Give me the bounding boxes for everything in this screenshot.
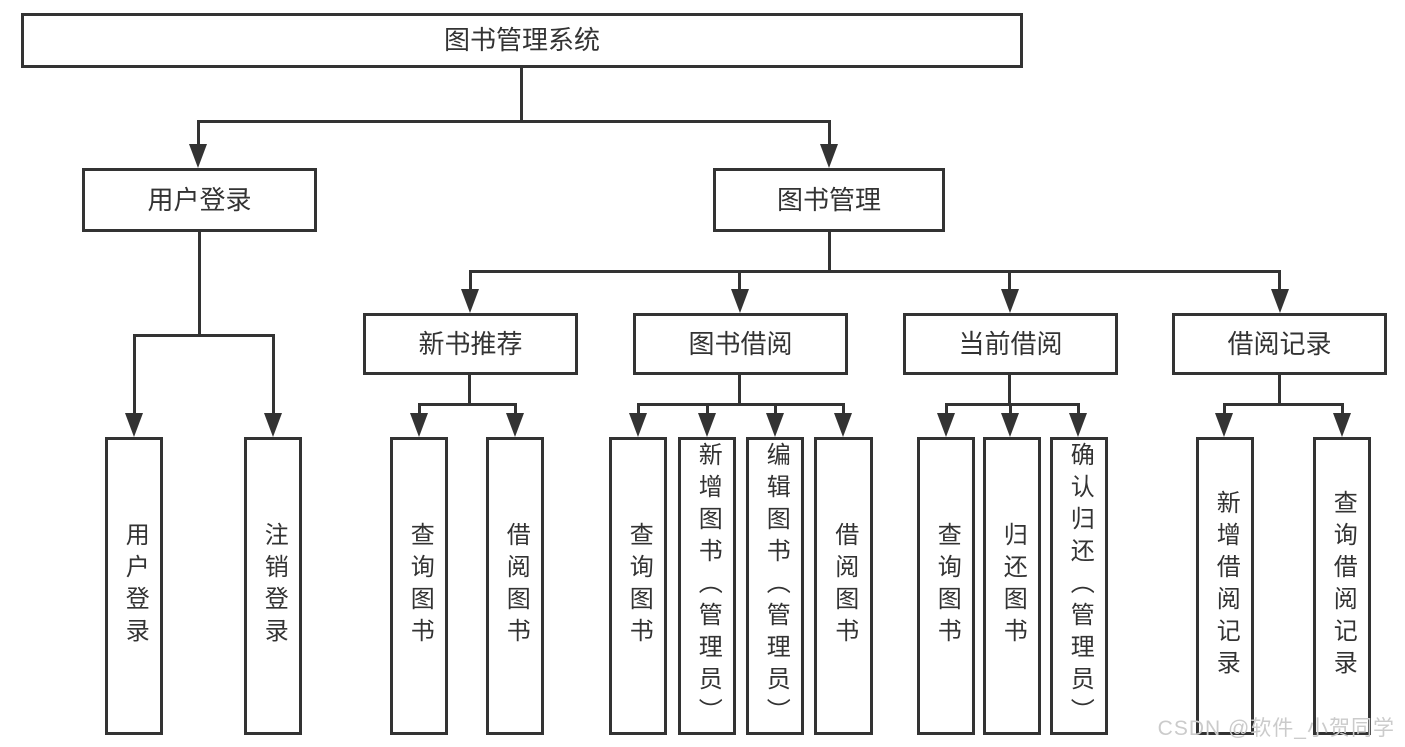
arrow-down-icon	[937, 413, 955, 437]
arrow-down-icon	[1001, 289, 1019, 313]
leaf-add-borrow-record: 新增借阅记录	[1196, 437, 1254, 735]
node-current-borrow: 当前借阅	[903, 313, 1118, 375]
node-borrow-records: 借阅记录	[1172, 313, 1387, 375]
arrow-down-icon	[731, 289, 749, 313]
connector-drop	[774, 403, 777, 417]
connector-drop	[133, 334, 136, 418]
connector-branch-stem	[468, 373, 471, 406]
connector-drop	[469, 270, 472, 292]
connector-root-stem	[520, 66, 523, 123]
leaf-query-borrow-record: 查询借阅记录	[1313, 437, 1371, 735]
connector-drop	[945, 403, 948, 417]
arrow-down-icon	[1069, 413, 1087, 437]
arrow-down-icon	[189, 144, 207, 168]
leaf-borrow-books: 借阅图书	[814, 437, 873, 735]
leaf-edit-book-admin: 编辑图书（管理员）	[746, 437, 804, 735]
arrow-down-icon	[629, 413, 647, 437]
leaf-query-books-borrow: 查询图书	[609, 437, 667, 735]
leaf-logout: 注销登录	[244, 437, 302, 735]
connector-login-stem	[198, 229, 201, 337]
arrow-down-icon	[766, 413, 784, 437]
connector-drop-book-management	[828, 120, 831, 148]
arrow-down-icon	[820, 144, 838, 168]
arrow-down-icon	[698, 413, 716, 437]
connector-branch-crossbar	[418, 403, 517, 406]
leaf-user-login: 用户登录	[105, 437, 163, 735]
connector-drop	[272, 334, 275, 418]
connector-branch-crossbar	[1223, 403, 1344, 406]
node-book-management: 图书管理	[713, 168, 945, 232]
connector-drop	[1278, 270, 1281, 292]
node-new-book-recommend: 新书推荐	[363, 313, 578, 375]
leaf-return-book: 归还图书	[983, 437, 1041, 735]
connector-drop	[738, 270, 741, 292]
connector-drop	[842, 403, 845, 417]
connector-branch-stem	[738, 373, 741, 406]
connector-branch-crossbar	[637, 403, 845, 406]
watermark: CSDN @软件_小贺同学	[1157, 717, 1395, 740]
connector-drop	[1008, 270, 1011, 292]
arrow-down-icon	[125, 413, 143, 437]
connector-drop	[418, 403, 421, 417]
leaf-confirm-return-admin: 确认归还（管理员）	[1050, 437, 1108, 735]
arrow-down-icon	[834, 413, 852, 437]
connector-drop-user-login	[197, 120, 200, 148]
connector-drop	[706, 403, 709, 417]
arrow-down-icon	[461, 289, 479, 313]
arrow-down-icon	[1215, 413, 1233, 437]
arrow-down-icon	[1333, 413, 1351, 437]
leaf-add-book-admin: 新增图书（管理员）	[678, 437, 736, 735]
connector-drop	[1341, 403, 1344, 417]
connector-drop	[1077, 403, 1080, 417]
arrow-down-icon	[1271, 289, 1289, 313]
node-library-management-system: 图书管理系统	[21, 13, 1023, 68]
node-book-borrow: 图书借阅	[633, 313, 848, 375]
node-user-login: 用户登录	[82, 168, 317, 232]
connector-drop	[1223, 403, 1226, 417]
connector-level2-crossbar	[197, 120, 831, 123]
connector-login-crossbar	[133, 334, 275, 337]
arrow-down-icon	[506, 413, 524, 437]
connector-drop	[637, 403, 640, 417]
connector-drop	[1009, 403, 1012, 417]
connector-branch-crossbar	[945, 403, 1080, 406]
connector-level3-crossbar	[469, 270, 1281, 273]
arrow-down-icon	[264, 413, 282, 437]
connector-drop	[514, 403, 517, 417]
leaf-query-books-current: 查询图书	[917, 437, 975, 735]
leaf-query-books-recommend: 查询图书	[390, 437, 448, 735]
connector-branch-stem	[1278, 373, 1281, 406]
leaf-borrow-books-recommend: 借阅图书	[486, 437, 544, 735]
arrow-down-icon	[410, 413, 428, 437]
connector-branch-stem	[1008, 373, 1011, 406]
connector-management-stem	[828, 230, 831, 273]
arrow-down-icon	[1001, 413, 1019, 437]
